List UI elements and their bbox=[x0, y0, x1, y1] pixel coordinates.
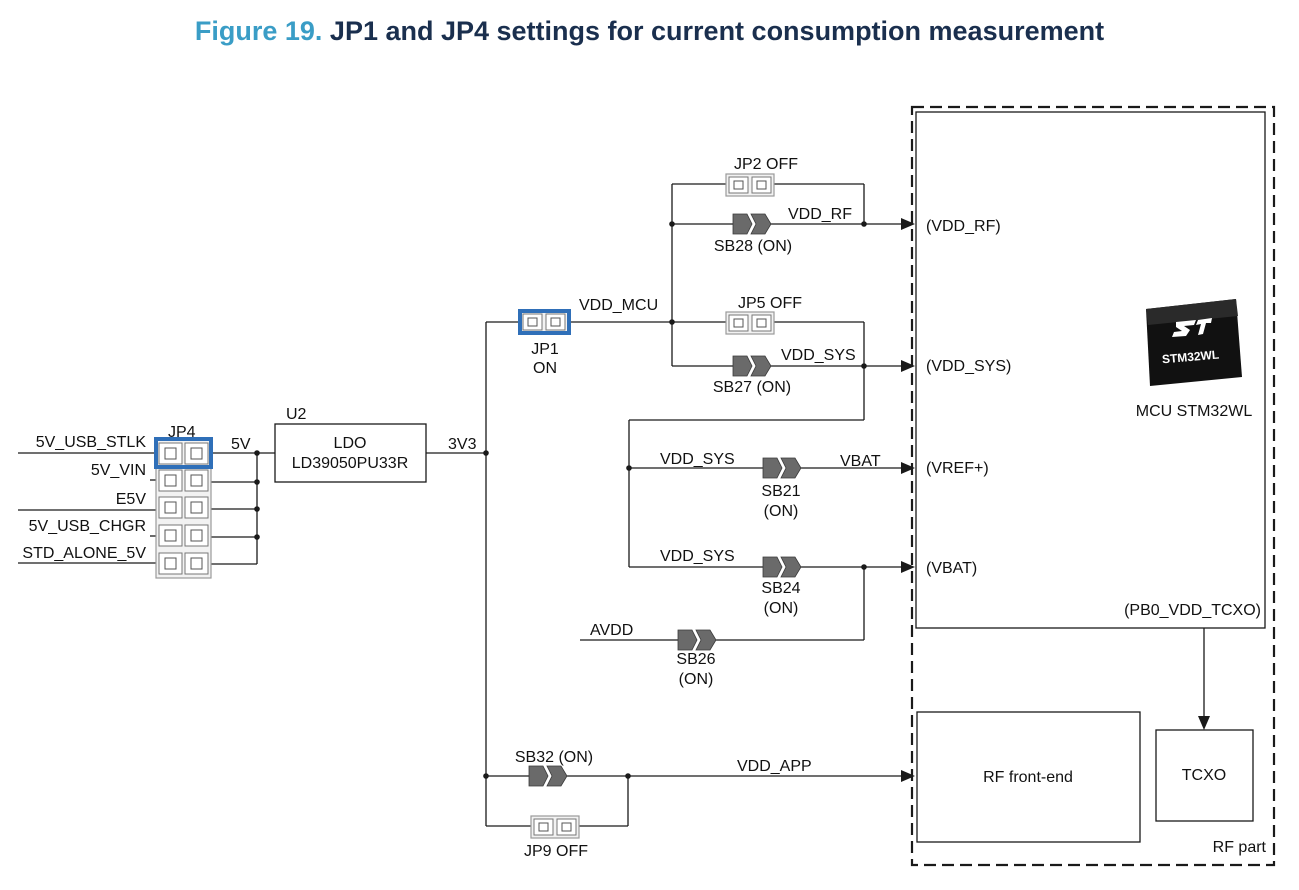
net-3v3-label: 3V3 bbox=[448, 436, 477, 453]
junction-3v3 bbox=[483, 450, 489, 456]
sb21-solder-bridge bbox=[762, 457, 802, 479]
vdd-sys-label-a: VDD_SYS bbox=[660, 451, 735, 468]
junction bbox=[861, 564, 867, 570]
junction bbox=[254, 479, 260, 485]
junction bbox=[626, 465, 632, 471]
vdd-mcu-label: VDD_MCU bbox=[579, 297, 658, 314]
vdd-sys-net-label: VDD_SYS bbox=[781, 347, 856, 364]
avdd-label: AVDD bbox=[590, 622, 633, 639]
vdd-mcu-wires bbox=[580, 183, 906, 641]
junction bbox=[669, 221, 675, 227]
input-std-alone-5v: STD_ALONE_5V bbox=[22, 545, 146, 562]
pin-vdd-rf: (VDD_RF) bbox=[926, 218, 1001, 235]
ldo-box bbox=[274, 423, 427, 483]
pin-vbat: (VBAT) bbox=[926, 560, 977, 577]
sb26-solder-bridge bbox=[677, 629, 717, 651]
sb27-solder-bridge bbox=[732, 355, 772, 377]
rf-frontend-label: RF front-end bbox=[983, 769, 1073, 786]
vdd-sys-label-b: VDD_SYS bbox=[660, 548, 735, 565]
sb28-solder-bridge bbox=[732, 213, 772, 235]
arrow-vref bbox=[901, 462, 915, 474]
sb32-label: SB32 (ON) bbox=[515, 749, 593, 766]
tcxo-box bbox=[1155, 729, 1254, 822]
sb21-state-label: (ON) bbox=[764, 503, 799, 520]
jp1-jumper bbox=[518, 309, 571, 335]
net-5v-label: 5V bbox=[231, 436, 251, 453]
tcxo-label: TCXO bbox=[1182, 767, 1226, 784]
jp2-label: JP2 OFF bbox=[734, 156, 798, 173]
chip-text: STM32WL bbox=[1161, 347, 1219, 366]
stm32wl-chip-icon: STM32WL bbox=[1146, 299, 1242, 386]
input-5v-vin: 5V_VIN bbox=[91, 462, 146, 479]
arrow-vdd-app bbox=[901, 770, 915, 782]
jp9-jumper bbox=[530, 815, 580, 839]
vbat-net-label: VBAT bbox=[840, 453, 881, 470]
sb21-label: SB21 bbox=[761, 483, 800, 500]
3v3-wires bbox=[426, 321, 906, 827]
u2-label: U2 bbox=[286, 406, 307, 423]
sb26-state-label: (ON) bbox=[679, 671, 714, 688]
junction bbox=[625, 773, 631, 779]
mcu-label: MCU STM32WL bbox=[1136, 403, 1253, 420]
pin-pb0-vdd-tcxo: (PB0_VDD_TCXO) bbox=[1124, 602, 1261, 619]
jp4-header bbox=[154, 437, 213, 579]
rf-part-label: RF part bbox=[1213, 839, 1267, 856]
arrow-vdd-sys bbox=[901, 360, 915, 372]
sb28-label: SB28 (ON) bbox=[714, 238, 792, 255]
input-5v-usb-chgr: 5V_USB_CHGR bbox=[29, 518, 146, 535]
jp4-label: JP4 bbox=[168, 424, 196, 441]
rf-frontend-box bbox=[916, 711, 1141, 843]
junction bbox=[254, 534, 260, 540]
pin-vref: (VREF+) bbox=[926, 460, 989, 477]
jp9-label: JP9 OFF bbox=[524, 843, 588, 860]
junction bbox=[483, 773, 489, 779]
st-logo-icon bbox=[1172, 318, 1212, 337]
jp5-label: JP5 OFF bbox=[738, 295, 802, 312]
sb27-label: SB27 (ON) bbox=[713, 379, 791, 396]
rf-part-region bbox=[910, 105, 1276, 867]
jp5-jumper bbox=[725, 311, 775, 335]
junction bbox=[861, 363, 867, 369]
arrow-vbat bbox=[901, 561, 915, 573]
ldo-label: LDO bbox=[334, 435, 367, 452]
pin-vdd-sys: (VDD_SYS) bbox=[926, 358, 1011, 375]
junction-5v bbox=[254, 450, 260, 456]
arrow-tcxo bbox=[1198, 716, 1210, 730]
figure-title: Figure 19. JP1 and JP4 settings for curr… bbox=[0, 16, 1299, 47]
jp1-state-label: ON bbox=[533, 360, 557, 377]
sb24-state-label: (ON) bbox=[764, 600, 799, 617]
arrow-vdd-rf bbox=[901, 218, 915, 230]
figure-number: Figure 19. bbox=[194, 16, 323, 46]
sb24-solder-bridge bbox=[762, 556, 802, 578]
sb24-label: SB24 bbox=[761, 580, 800, 597]
vdd-rf-net-label: VDD_RF bbox=[788, 206, 852, 223]
ldo-part-label: LD39050PU33R bbox=[292, 455, 409, 472]
junction bbox=[669, 319, 675, 325]
jp1-label: JP1 bbox=[531, 341, 559, 358]
input-5v-usb-stlk: 5V_USB_STLK bbox=[36, 434, 147, 451]
junction bbox=[861, 221, 867, 227]
input-e5v: E5V bbox=[116, 491, 147, 508]
sb26-label: SB26 bbox=[676, 651, 715, 668]
figure-caption: JP1 and JP4 settings for current consump… bbox=[322, 16, 1105, 46]
junction bbox=[254, 506, 260, 512]
vdd-app-label: VDD_APP bbox=[737, 758, 812, 775]
jp2-jumper bbox=[725, 173, 775, 197]
sb32-solder-bridge bbox=[528, 765, 568, 787]
